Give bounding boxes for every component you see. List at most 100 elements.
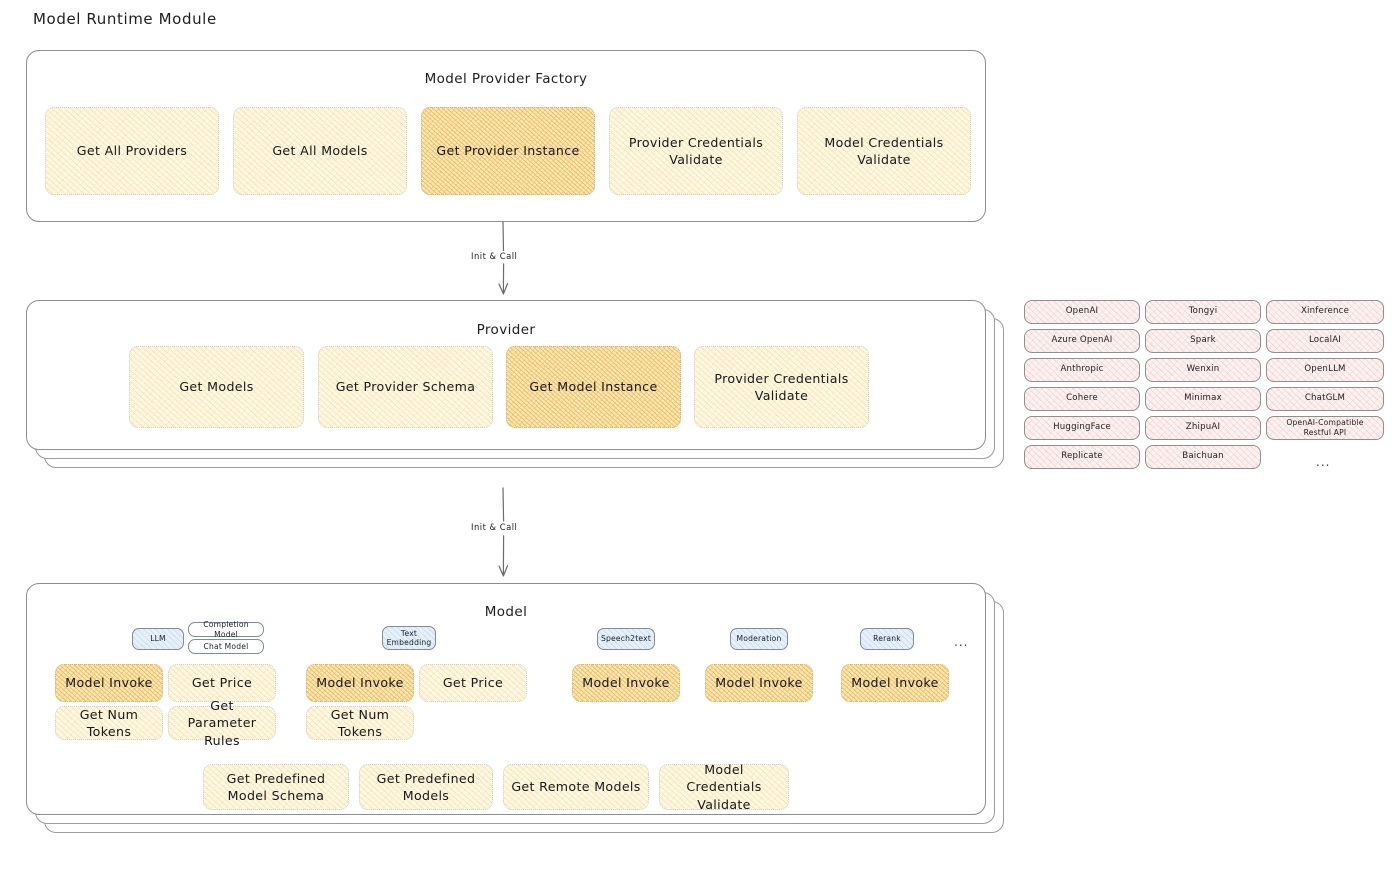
provider-pill-label: ChatGLM: [1304, 393, 1346, 404]
node-label: Get Predefined Model Schema: [226, 770, 326, 803]
provider-pill-azure-openai[interactable]: Azure OpenAI: [1024, 329, 1140, 353]
provider-pill-label: Anthropic: [1060, 364, 1104, 375]
node-label: Provider Credentials Validate: [714, 370, 849, 403]
connector-factory-to-provider: Init & Call: [468, 221, 521, 300]
model-chip-speech2text[interactable]: Speech2text: [597, 628, 655, 650]
provider-list: OpenAI Azure OpenAI Anthropic Cohere Hug…: [1024, 300, 1384, 475]
model-node-moderation-model-invoke[interactable]: Model Invoke: [705, 664, 813, 702]
node-label: Get Parameter Rules: [187, 697, 257, 748]
factory-node-model-credentials-validate[interactable]: Model Credentials Validate: [797, 107, 971, 195]
chip-label: Rerank: [873, 634, 901, 644]
provider-pill-localai[interactable]: LocalAI: [1266, 329, 1384, 353]
node-label: Get All Providers: [76, 143, 188, 159]
provider-pill-anthropic[interactable]: Anthropic: [1024, 358, 1140, 382]
factory-node-get-all-providers[interactable]: Get All Providers: [45, 107, 219, 195]
provider-pill-label: Replicate: [1061, 451, 1103, 462]
provider-pill-label: OpenAI-Compatible Restful API: [1286, 417, 1364, 437]
model-chip-llm[interactable]: LLM: [132, 628, 184, 650]
provider-pill-zhipuai[interactable]: ZhipuAI: [1145, 416, 1261, 440]
model-provider-factory-card: Model Provider Factory Get All Providers…: [26, 50, 986, 222]
model-node-text-embedding-get-num-tokens[interactable]: Get Num Tokens: [306, 706, 414, 740]
factory-title: Model Provider Factory: [424, 71, 588, 87]
provider-pill-replicate[interactable]: Replicate: [1024, 445, 1140, 469]
node-label: Get Num Tokens: [79, 706, 139, 739]
provider-pill-openllm[interactable]: OpenLLM: [1266, 358, 1384, 382]
chip-label: Text Embedding: [386, 628, 432, 647]
arrow-icon: [498, 487, 509, 577]
model-node-model-credentials-validate[interactable]: Model Credentials Validate: [659, 761, 789, 812]
provider-pill-spark[interactable]: Spark: [1145, 329, 1261, 353]
provider-pill-openai-compatible-restful-api[interactable]: OpenAI-Compatible Restful API: [1266, 416, 1384, 440]
connector-provider-to-model: Init & Call: [468, 487, 521, 583]
factory-node-provider-credentials-validate[interactable]: Provider Credentials Validate: [609, 107, 783, 195]
node-label: Get Predefined Models: [376, 770, 476, 803]
chip-label: Moderation: [736, 634, 782, 644]
model-node-speech2text-model-invoke[interactable]: Model Invoke: [572, 664, 680, 702]
node-label: Model Invoke: [851, 675, 939, 691]
arrow-icon: [498, 221, 509, 295]
model-node-text-embedding-model-invoke[interactable]: Model Invoke: [306, 664, 414, 702]
node-label: Model Invoke: [715, 675, 803, 691]
model-node-llm-model-invoke[interactable]: Model Invoke: [55, 664, 163, 702]
model-groups-more-ellipsis: ...: [954, 635, 969, 649]
model-title: Model: [484, 604, 528, 620]
node-label: Model Credentials Validate: [686, 761, 762, 812]
model-card-stack: Model LLM Completion Model Chat Model Mo…: [26, 583, 1016, 848]
node-label: Get Remote Models: [511, 779, 641, 795]
chip-label: LLM: [150, 634, 166, 644]
model-node-llm-get-price[interactable]: Get Price: [168, 664, 276, 702]
provider-pill-cohere[interactable]: Cohere: [1024, 387, 1140, 411]
provider-pill-xinference[interactable]: Xinference: [1266, 300, 1384, 324]
model-chip-chat-model[interactable]: Chat Model: [188, 639, 264, 654]
node-label: Get Models: [179, 379, 254, 395]
provider-pill-minimax[interactable]: Minimax: [1145, 387, 1261, 411]
provider-pill-label: ZhipuAI: [1185, 422, 1221, 433]
node-label: Get All Models: [272, 143, 368, 159]
connector-label: Init & Call: [468, 251, 521, 261]
provider-pill-huggingface[interactable]: HuggingFace: [1024, 416, 1140, 440]
provider-pill-label: Baichuan: [1182, 451, 1224, 462]
model-node-llm-get-num-tokens[interactable]: Get Num Tokens: [55, 706, 163, 740]
provider-card-body: Provider Get Models Get Provider Schema …: [26, 300, 986, 450]
node-label: Get Model Instance: [529, 379, 658, 395]
provider-pill-label: Tongyi: [1188, 306, 1218, 317]
provider-pill-label: LocalAI: [1308, 335, 1342, 346]
provider-pill-openai[interactable]: OpenAI: [1024, 300, 1140, 324]
provider-title: Provider: [476, 322, 536, 338]
model-chip-rerank[interactable]: Rerank: [860, 628, 914, 650]
provider-pill-baichuan[interactable]: Baichuan: [1145, 445, 1261, 469]
provider-node-provider-credentials-validate[interactable]: Provider Credentials Validate: [694, 346, 869, 428]
provider-pill-wenxin[interactable]: Wenxin: [1145, 358, 1261, 382]
model-chip-moderation[interactable]: Moderation: [730, 628, 788, 650]
node-label: Get Price: [191, 675, 253, 691]
provider-pill-label: Xinference: [1300, 306, 1350, 317]
provider-pill-label: Spark: [1190, 335, 1216, 346]
connector-label: Init & Call: [468, 522, 521, 532]
chip-label: Completion Model: [203, 620, 249, 639]
model-chip-completion-model[interactable]: Completion Model: [188, 620, 264, 639]
model-node-rerank-model-invoke[interactable]: Model Invoke: [841, 664, 949, 702]
factory-node-get-provider-instance[interactable]: Get Provider Instance: [421, 107, 595, 195]
node-label: Get Price: [442, 675, 504, 691]
model-node-llm-get-parameter-rules[interactable]: Get Parameter Rules: [168, 698, 276, 748]
provider-pill-chatglm[interactable]: ChatGLM: [1266, 387, 1384, 411]
model-node-get-predefined-models[interactable]: Get Predefined Models: [359, 764, 493, 810]
node-label: Get Num Tokens: [330, 706, 390, 739]
model-node-get-predefined-model-schema[interactable]: Get Predefined Model Schema: [203, 764, 349, 810]
node-label: Model Invoke: [582, 675, 670, 691]
provider-node-get-provider-schema[interactable]: Get Provider Schema: [318, 346, 493, 428]
model-node-get-remote-models[interactable]: Get Remote Models: [503, 764, 649, 810]
provider-node-get-model-instance[interactable]: Get Model Instance: [506, 346, 681, 428]
node-label: Model Invoke: [316, 675, 404, 691]
node-label: Model Invoke: [65, 675, 153, 691]
provider-pill-label: OpenLLM: [1304, 364, 1346, 375]
provider-pill-label: Wenxin: [1186, 364, 1220, 375]
model-node-text-embedding-get-price[interactable]: Get Price: [419, 664, 527, 702]
page-title: Model Runtime Module: [33, 10, 217, 28]
chip-label: Speech2text: [601, 634, 651, 644]
model-chip-text-embedding[interactable]: Text Embedding: [382, 626, 436, 650]
factory-node-get-all-models[interactable]: Get All Models: [233, 107, 407, 195]
provider-node-get-models[interactable]: Get Models: [129, 346, 304, 428]
node-label: Get Provider Schema: [335, 379, 476, 395]
provider-pill-tongyi[interactable]: Tongyi: [1145, 300, 1261, 324]
